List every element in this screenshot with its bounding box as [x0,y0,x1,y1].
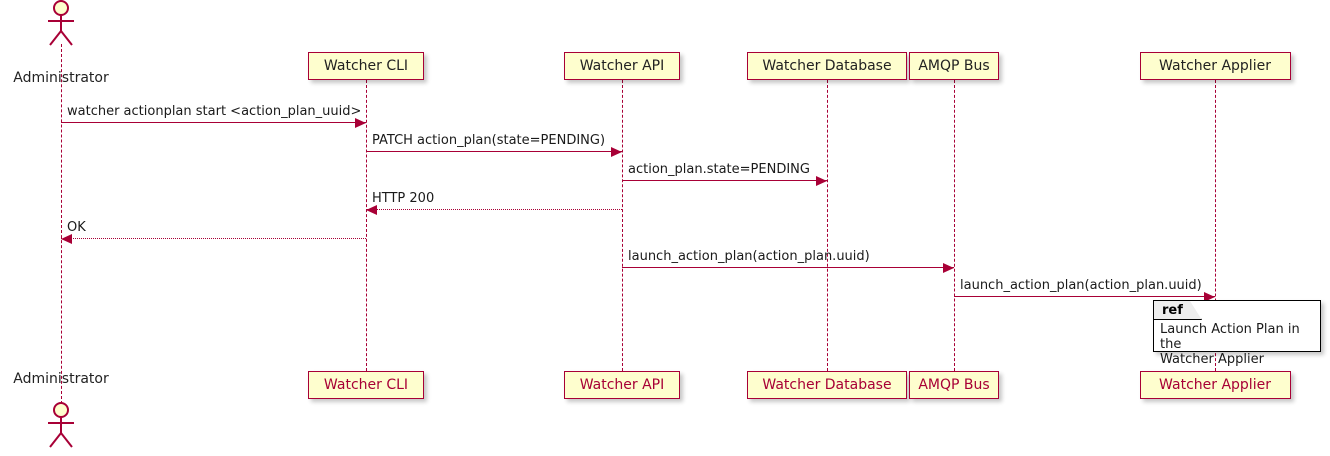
lifeline-watcher-database [827,80,828,371]
ref-fragment-tag: ref [1154,301,1202,320]
message-arrowhead-2 [611,146,622,157]
message-label-5: OK [67,220,86,235]
message-line-1 [61,122,366,123]
participant-box-watcher-applier-top[interactable]: Watcher Applier [1139,52,1291,80]
participant-box-amqp-bus-bottom[interactable]: AMQP Bus [908,371,1000,399]
lifeline-amqp-bus [954,80,955,371]
lifeline-administrator [61,44,62,404]
participant-box-watcher-cli-bottom[interactable]: Watcher CLI [307,371,425,399]
message-label-7: launch_action_plan(action_plan.uuid) [960,278,1202,293]
message-arrowhead-5 [61,233,72,244]
actor-figure-administrator [43,0,79,46]
message-arrowhead-7 [1204,291,1215,302]
message-arrowhead-3 [816,175,827,186]
actor-label-administrator: Administrator [13,371,109,387]
ref-fragment: ref Launch Action Plan in the Watcher Ap… [1153,300,1321,367]
lifeline-watcher-cli [366,80,367,371]
message-line-4 [366,209,622,210]
participant-box-watcher-cli-top[interactable]: Watcher CLI [307,52,425,80]
message-line-2 [366,151,622,152]
message-line-5 [61,238,366,239]
participant-box-watcher-api-bottom[interactable]: Watcher API [563,371,681,399]
message-line-3 [622,180,827,181]
message-label-1: watcher actionplan start <action_plan_uu… [67,104,362,119]
message-label-4: HTTP 200 [372,191,435,206]
participant-box-amqp-bus-top[interactable]: AMQP Bus [908,52,1000,80]
message-line-7 [954,296,1215,297]
participant-box-watcher-api-top[interactable]: Watcher API [563,52,681,80]
lifeline-watcher-api [622,80,623,371]
ref-fragment-text: Launch Action Plan in the Watcher Applie… [1160,322,1300,367]
message-line-6 [622,267,954,268]
participant-box-watcher-database-bottom[interactable]: Watcher Database [747,371,907,399]
message-label-6: launch_action_plan(action_plan.uuid) [628,249,870,264]
participant-box-watcher-database-top[interactable]: Watcher Database [747,52,907,80]
participant-box-watcher-applier-bottom[interactable]: Watcher Applier [1139,371,1291,399]
actor-label-administrator: Administrator [13,70,109,86]
lifeline-watcher-applier [1215,80,1216,371]
message-label-2: PATCH action_plan(state=PENDING) [372,133,606,148]
message-arrowhead-6 [943,262,954,273]
message-label-3: action_plan.state=PENDING [628,162,810,177]
message-arrowhead-4 [366,204,377,215]
message-arrowhead-1 [355,117,366,128]
actor-figure-administrator [43,402,79,448]
